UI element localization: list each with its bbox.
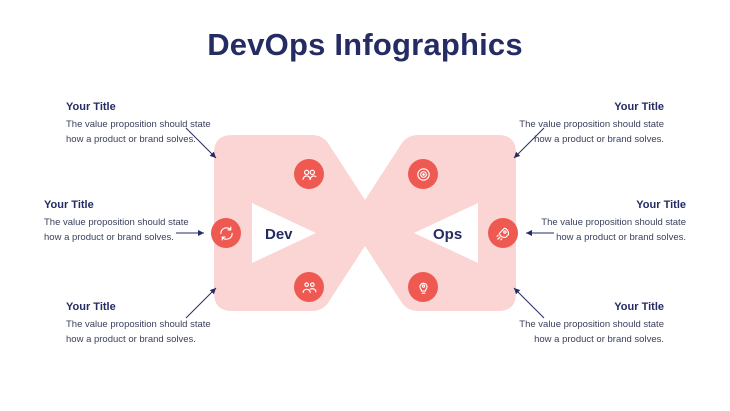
bowtie-shape [214,135,516,311]
block-text: The value proposition should state how a… [541,217,686,243]
dev-label: Dev [265,226,293,243]
block-top-right: Your Title The value proposition should … [504,101,664,147]
block-text: The value proposition should state how a… [519,119,664,145]
arrow-bottom-left [185,287,217,319]
block-title: Your Title [614,101,664,113]
dev-triangle [252,203,316,263]
rocket-icon[interactable] [488,218,518,248]
block-title: Your Title [66,301,116,313]
block-middle-right: Your Title The value proposition should … [526,199,686,245]
block-text: The value proposition should state how a… [44,217,189,243]
arrow-bottom-right [513,287,545,319]
block-middle-left: Your Title The value proposition should … [44,199,204,245]
block-title: Your Title [636,199,686,211]
arrow-top-left [185,127,217,159]
block-bottom-right: Your Title The value proposition should … [504,301,664,347]
page-title: DevOps Infographics [207,27,523,62]
cycle-arrows-icon[interactable] [211,218,241,248]
handshake-icon[interactable] [294,272,324,302]
block-bottom-left: Your Title The value proposition should … [66,301,226,347]
block-text: The value proposition should state how a… [519,319,664,345]
ops-triangle [414,203,478,263]
ops-label: Ops [433,226,463,243]
block-top-left: Your Title The value proposition should … [66,101,226,147]
people-group-icon[interactable] [294,159,324,189]
block-title: Your Title [66,101,116,113]
block-text: The value proposition should state how a… [66,119,211,145]
block-title: Your Title [44,199,94,211]
target-icon[interactable] [408,159,438,189]
block-title: Your Title [614,301,664,313]
lightbulb-gear-icon[interactable] [408,272,438,302]
block-text: The value proposition should state how a… [66,319,211,345]
arrow-top-right [513,127,545,159]
